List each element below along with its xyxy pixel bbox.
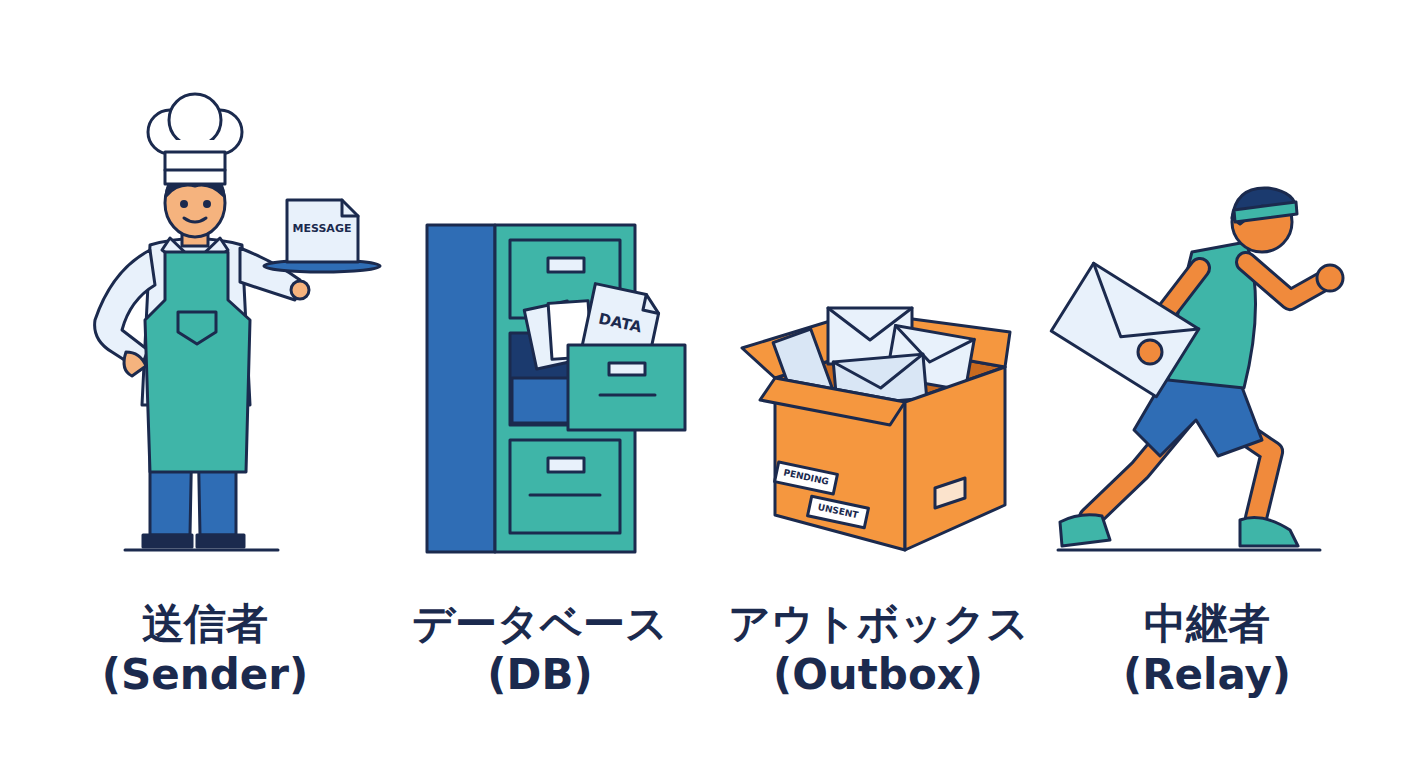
chef-hand xyxy=(291,281,309,299)
figure-node: 中継者 (Relay) xyxy=(1060,100,1360,720)
sticker-body xyxy=(775,462,838,494)
paper-fold xyxy=(342,200,358,216)
chef-smile xyxy=(184,218,206,222)
envelope-body xyxy=(1051,263,1199,397)
chef-shoe xyxy=(197,535,244,547)
runner-arm-outline xyxy=(1246,262,1322,300)
figure-caption: アウトボックス (Outbox) xyxy=(718,598,1038,700)
box-side xyxy=(905,367,1005,550)
figure-caption: データベース (DB) xyxy=(400,598,680,700)
ground-line xyxy=(1058,549,1320,552)
carried-envelope xyxy=(1051,263,1199,397)
unsent-sticker xyxy=(808,496,869,528)
chef-illustration xyxy=(95,94,380,550)
ground-line xyxy=(125,549,278,552)
envelope-flap xyxy=(833,354,925,392)
runner-arm xyxy=(1246,262,1322,300)
drawer-label xyxy=(548,258,584,272)
chef-eye xyxy=(205,202,210,207)
paper-fold xyxy=(643,294,662,313)
chef-hat-line xyxy=(165,169,225,172)
runner-hand xyxy=(1138,340,1162,364)
figure-caption: 中継者 (Relay) xyxy=(1097,598,1317,700)
open-drawer-front xyxy=(568,345,685,430)
cabinet-illustration xyxy=(427,225,685,552)
apron-pocket xyxy=(178,312,216,344)
runner-headband xyxy=(1234,202,1297,222)
figure-node: MESSAGE 送信者 (Sender) xyxy=(60,100,400,720)
chef-hat-band xyxy=(165,152,225,184)
chef-eye xyxy=(182,202,187,207)
drawer-side xyxy=(512,378,570,423)
drawer-line xyxy=(530,494,600,497)
illustration-tag: DATA xyxy=(588,310,652,338)
message-paper xyxy=(287,200,358,262)
figure-node: PENDING UNSENT アウトボックス (Outbox) xyxy=(710,100,1050,720)
envelope-flap xyxy=(1068,263,1199,369)
runner-shoe xyxy=(1060,515,1110,546)
chef-apron xyxy=(145,252,250,472)
figure-caption: 送信者 (Sender) xyxy=(95,598,315,700)
drawer-label xyxy=(548,458,584,472)
runner-shoe xyxy=(1240,518,1298,546)
illustration-tag: MESSAGE xyxy=(289,223,355,234)
illustration-tag: UNSENT xyxy=(809,501,868,522)
chef-hand xyxy=(124,352,146,376)
drawer-label xyxy=(609,363,645,375)
box-flap xyxy=(760,378,905,425)
runner-hair xyxy=(1232,188,1296,224)
chef-shoe xyxy=(143,535,192,547)
drawer-line xyxy=(600,394,655,397)
outbox-illustration xyxy=(742,308,1010,550)
runner-fist xyxy=(1317,265,1343,291)
pending-sticker xyxy=(775,462,838,494)
cabinet-drawer xyxy=(510,440,620,533)
sticker-body xyxy=(808,496,869,528)
chef-hat-puff xyxy=(169,94,221,146)
box-label xyxy=(935,478,965,508)
cabinet-side xyxy=(427,225,495,552)
illustration-tag: PENDING xyxy=(776,467,837,488)
runner-illustration xyxy=(1051,188,1343,550)
figure-node: DATA データベース (DB) xyxy=(400,100,700,720)
